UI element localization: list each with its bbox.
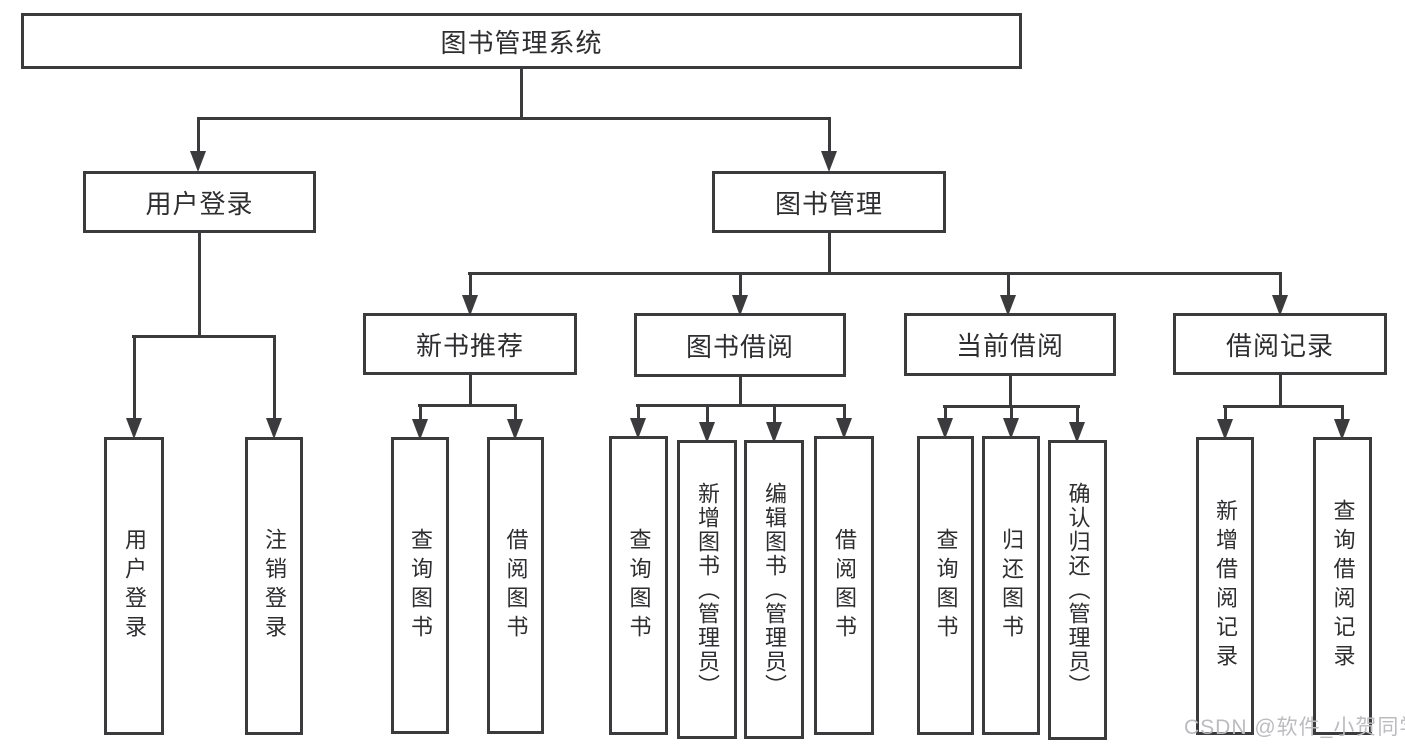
arrowhead-bb-edit	[766, 422, 782, 443]
connector-current-borrow-stub	[1009, 376, 1012, 408]
arrowhead-current-borrow	[1000, 295, 1016, 316]
connector-arrow-nb-query-line	[419, 404, 422, 419]
arrowhead-borrow-records	[1272, 295, 1288, 316]
arrowhead-bb-query	[630, 418, 646, 439]
connector-book-management-stub	[828, 233, 831, 274]
connector-arrow-nb-borrow-line	[514, 404, 517, 419]
arrowhead-cb-query	[937, 418, 953, 439]
connector-book-borrow-rail	[636, 404, 846, 407]
connector-arrow-user-login-line	[197, 117, 200, 151]
node-library-management-system: 图书管理系统	[21, 13, 1022, 69]
arrowhead-nb-query	[412, 419, 428, 440]
connector-arrow-new-book-line	[469, 272, 472, 295]
leaf-nb-borrow-books: 借阅图书	[487, 437, 544, 734]
arrowhead-br-add	[1217, 419, 1233, 440]
connector-arrow-leaf-login-line	[133, 335, 136, 418]
node-book-borrow: 图书借阅	[634, 313, 846, 377]
arrowhead-cb-return	[1003, 418, 1019, 439]
connector-arrow-borrow-records-line	[1279, 272, 1282, 295]
connector-arrow-bb-query-line	[637, 404, 640, 418]
arrowhead-book-borrow	[732, 295, 748, 316]
arrowhead-bb-borrow	[836, 418, 852, 439]
connector-arrow-br-query-line	[1341, 405, 1344, 419]
leaf-bb-query-books: 查询图书	[609, 436, 668, 735]
node-borrow-records: 借阅记录	[1173, 313, 1387, 375]
leaf-bb-edit-books-admin: 编辑图书（管理员）	[744, 440, 804, 739]
connector-new-book-stub	[469, 375, 472, 407]
connector-arrow-leaf-logout-line	[273, 335, 276, 418]
leaf-user-login: 用户登录	[104, 437, 164, 735]
arrowhead-user-login	[190, 151, 206, 172]
connector-arrow-current-borrow-line	[1007, 272, 1010, 295]
arrowhead-nb-borrow	[507, 419, 523, 440]
arrowhead-new-book	[462, 295, 478, 316]
connector-book-borrow-stub	[739, 377, 742, 407]
connector-arrow-bb-edit-line	[773, 404, 776, 422]
leaf-cb-query-books: 查询图书	[917, 436, 974, 735]
arrowhead-cb-confirm	[1069, 422, 1085, 443]
leaf-br-add-record: 新增借阅记录	[1196, 437, 1254, 735]
arrowhead-leaf-logout	[266, 418, 282, 439]
connector-arrow-book-management-line	[828, 117, 831, 151]
connector-new-book-rail	[418, 404, 517, 407]
connector-user-login-rail	[132, 335, 276, 338]
connector-arrow-cb-confirm-line	[1076, 405, 1079, 422]
arrowhead-bb-add	[699, 422, 715, 443]
connector-borrow-records-rail	[1223, 405, 1344, 408]
connector-arrow-book-borrow-line	[739, 272, 742, 295]
connector-book-management-rail	[468, 272, 1282, 275]
connector-borrow-records-stub	[1279, 375, 1282, 408]
leaf-bb-borrow-books: 借阅图书	[814, 436, 874, 735]
node-book-management: 图书管理	[712, 171, 946, 233]
leaf-bb-add-books-admin: 新增图书（管理员）	[677, 440, 737, 739]
connector-arrow-cb-return-line	[1010, 405, 1013, 418]
connector-root-rail	[197, 117, 831, 120]
leaf-nb-query-books: 查询图书	[391, 437, 449, 734]
csdn-watermark: CSDN @软件_小贺同学	[1184, 716, 1405, 739]
arrowhead-leaf-login	[126, 418, 142, 439]
leaf-cb-return-books: 归还图书	[982, 436, 1040, 735]
leaf-br-query-record: 查询借阅记录	[1313, 437, 1372, 735]
connector-arrow-br-add-line	[1224, 405, 1227, 419]
node-user-login: 用户登录	[83, 171, 316, 233]
connector-root-stub	[520, 69, 523, 119]
connector-arrow-cb-query-line	[944, 405, 947, 418]
node-current-borrow: 当前借阅	[904, 313, 1116, 376]
connector-arrow-bb-borrow-line	[843, 404, 846, 418]
connector-user-login-stub	[198, 233, 201, 337]
leaf-cb-confirm-return-admin: 确认归还（管理员）	[1048, 440, 1107, 740]
node-new-book-recommend: 新书推荐	[363, 313, 577, 375]
arrowhead-book-management	[821, 151, 837, 172]
leaf-logout: 注销登录	[245, 437, 303, 735]
connector-arrow-bb-add-line	[706, 404, 709, 422]
arrowhead-br-query	[1334, 419, 1350, 440]
